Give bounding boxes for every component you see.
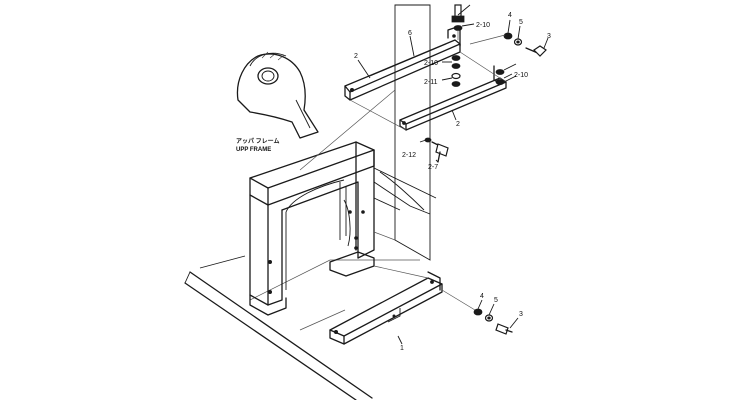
hardware-mid-left [451,55,461,87]
callout-bracket-2-lower: 2 [456,121,460,128]
callout-washer-2-12: 2-12 [402,152,416,159]
callout-washer-5-bottom: 5 [494,297,498,304]
hardware-mid-right [495,63,517,85]
callout-part-6: 6 [408,30,412,37]
mounting-plane-outline [299,4,431,261]
frame-label-jp: アッパ フレーム [236,137,280,145]
callout-top-bolt: 2-10 [476,22,490,29]
leader-lines [357,4,549,345]
portal-frame [249,141,437,316]
bolt-2-7-assembly [424,137,449,163]
callout-washer-right-2-10: 2-10 [514,72,528,79]
upper-frame-boss [236,51,319,139]
hardware-top [469,32,547,57]
callout-bracket-1: 1 [400,345,404,352]
callout-bolt-2-7: 2-7 [428,164,438,171]
upper-frame-label: アッパ フレーム UPP FRAME [236,137,280,153]
callout-washer-2-11: 2-11 [424,79,438,86]
bottom-bracket-1 [329,265,443,345]
upper-bracket-assembly [344,25,507,131]
callout-bolt-3-top: 3 [547,33,551,40]
hardware-bottom [441,289,513,335]
frame-label-en: UPP FRAME [236,147,271,153]
callout-washer-5-top: 5 [519,19,523,26]
callout-washer-left-2-10: 2-10 [424,60,438,67]
callout-washer-4-top: 4 [508,12,512,19]
callout-washer-4-bottom: 4 [480,293,484,300]
callout-bolt-3-bottom: 3 [519,311,523,318]
callout-bracket-2-left: 2 [354,53,358,60]
base-frame-rails [184,255,420,400]
callout-labels: 2-10 4 5 3 2 6 2-10 2-11 2-10 2 2-12 2-7… [354,12,551,352]
